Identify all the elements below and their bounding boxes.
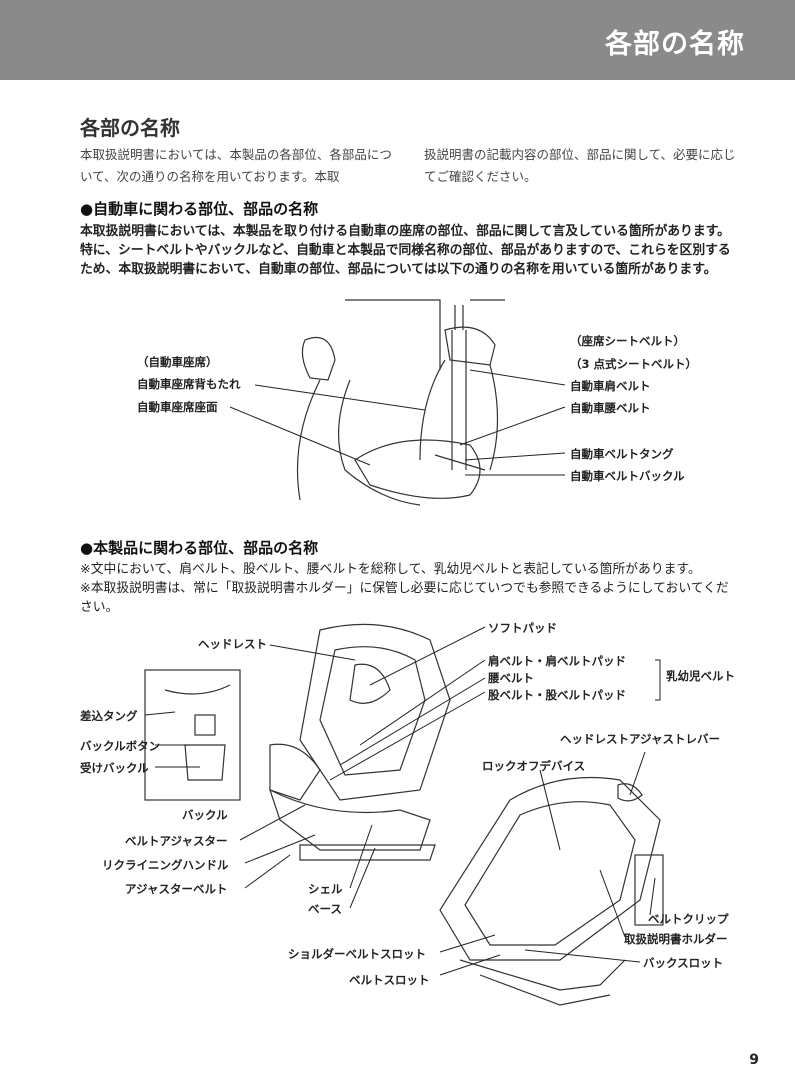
page-number: 9 bbox=[749, 1052, 759, 1068]
product-note-2: ※本取扱説明書は、常に「取扱説明書ホルダー」に保管し必要に応じていつでも参照でき… bbox=[80, 581, 729, 615]
label-three-point-belt: （3 点式シートベルト） bbox=[570, 357, 698, 371]
label-belt-clip: ベルトクリップ bbox=[648, 912, 729, 926]
label-waist-belt: 腰ベルト bbox=[488, 671, 534, 685]
product-note-1: ※文中において、肩ベルト、股ベルト、腰ベルトを総称して、乳幼児ベルトと表記してい… bbox=[80, 562, 701, 577]
label-soft-pad: ソフトパッド bbox=[488, 621, 557, 635]
label-buckle-button: バックルボタン bbox=[80, 739, 161, 753]
label-car-belt-tongue: 自動車ベルトタング bbox=[570, 447, 674, 461]
label-lockoff-device: ロックオフデバイス bbox=[482, 759, 586, 773]
label-buckle: バックル bbox=[182, 808, 228, 822]
label-car-lap-belt: 自動車腰ベルト bbox=[570, 401, 651, 415]
label-shell: シェル bbox=[308, 882, 343, 896]
car-section-heading: ●自動車に関わる部位、部品の名称 bbox=[80, 200, 319, 218]
intro-right: 扱説明書の記載内容の部位、部品に関して、必要に応じてご確認ください。 bbox=[424, 147, 736, 184]
label-belt-adjuster: ベルトアジャスター bbox=[125, 834, 228, 848]
header-band bbox=[0, 0, 795, 80]
label-back-slot: バックスロット bbox=[643, 956, 724, 970]
label-adjuster-belt: アジャスターベルト bbox=[125, 882, 228, 896]
car-leader-lines bbox=[229, 369, 566, 476]
label-car-seat: （自動車座席） bbox=[137, 355, 218, 369]
label-car-seat-back: 自動車座席背もたれ bbox=[137, 377, 241, 391]
product-seat-back-drawing bbox=[439, 776, 664, 1006]
product-section-heading: ●本製品に関わる部位、部品の名称 bbox=[80, 539, 319, 557]
label-crotch-belt-pad: 股ベルト・股ベルトパッド bbox=[488, 688, 626, 702]
label-belt-slot: ベルトスロット bbox=[349, 973, 430, 987]
label-car-shoulder-belt: 自動車肩ベルト bbox=[570, 379, 651, 393]
label-manual-holder: 取扱説明書ホルダー bbox=[624, 932, 728, 946]
label-recline-handle: リクライニングハンドル bbox=[102, 858, 229, 872]
label-receiver-buckle: 受けバックル bbox=[80, 761, 149, 775]
label-headrest: ヘッドレスト bbox=[198, 637, 267, 651]
label-infant-belt: 乳幼児ベルト bbox=[666, 669, 735, 683]
label-shoulder-belt-pad: 肩ベルト・肩ベルトパッド bbox=[488, 654, 626, 668]
infant-belt-bracket bbox=[655, 659, 661, 701]
label-insert-tongue: 差込タング bbox=[80, 709, 138, 723]
header-title: 各部の名称 bbox=[605, 29, 745, 60]
intro-left: 本取扱説明書においては、本製品の各部位、各部品について、次の通りの名称を用いてお… bbox=[80, 147, 392, 184]
label-shoulder-belt-slot: ショルダーベルトスロット bbox=[288, 947, 426, 961]
label-base: ベース bbox=[308, 902, 342, 916]
product-seat-front-drawing bbox=[144, 623, 451, 861]
section-title: 各部の名称 bbox=[80, 116, 180, 140]
label-headrest-adjust-lever: ヘッドレストアジャストレバー bbox=[560, 732, 720, 746]
label-seat-belt: （座席シートベルト） bbox=[570, 334, 685, 348]
product-leader-lines bbox=[144, 626, 656, 976]
car-section-body: 本取扱説明書においては、本製品を取り付ける自動車の座席の部位、部品に関して言及し… bbox=[80, 224, 731, 277]
car-seat-drawing bbox=[296, 299, 505, 506]
label-car-belt-buckle: 自動車ベルトバックル bbox=[570, 469, 685, 483]
label-car-seat-cushion: 自動車座席座面 bbox=[137, 400, 218, 414]
